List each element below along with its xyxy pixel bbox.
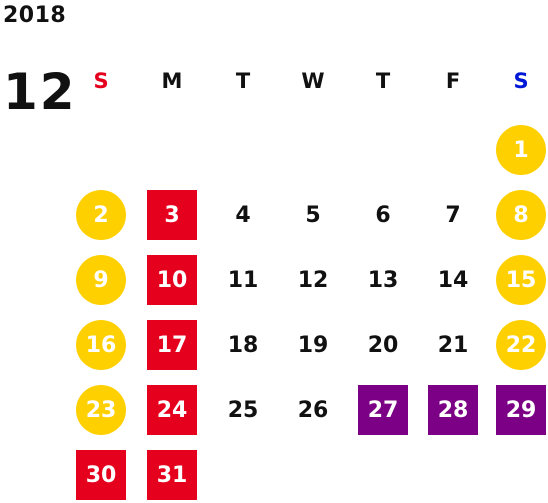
day-cell[interactable]: 28: [428, 385, 478, 435]
weekday-label: M: [161, 69, 183, 93]
weekday-label: F: [445, 69, 461, 93]
day-cell[interactable]: 13: [367, 267, 399, 293]
weekday-label: T: [235, 69, 251, 93]
weekday-label: W: [301, 69, 325, 93]
day-cell[interactable]: 25: [227, 397, 259, 423]
day-cell[interactable]: 4: [235, 202, 251, 228]
day-cell[interactable]: 5: [305, 202, 321, 228]
day-cell[interactable]: 18: [227, 332, 259, 358]
day-cell[interactable]: 6: [375, 202, 391, 228]
day-cell[interactable]: 9: [76, 255, 126, 305]
day-cell[interactable]: 14: [437, 267, 469, 293]
day-cell[interactable]: 20: [367, 332, 399, 358]
day-cell[interactable]: 11: [227, 267, 259, 293]
day-cell[interactable]: 16: [76, 320, 126, 370]
day-cell[interactable]: 1: [496, 125, 546, 175]
day-cell[interactable]: 12: [297, 267, 329, 293]
day-cell[interactable]: 24: [147, 385, 197, 435]
weekday-label: S: [93, 69, 109, 93]
day-cell[interactable]: 8: [496, 190, 546, 240]
day-cell[interactable]: 17: [147, 320, 197, 370]
month-label: 12: [3, 63, 77, 121]
day-cell[interactable]: 27: [358, 385, 408, 435]
day-cell[interactable]: 15: [496, 255, 546, 305]
day-cell[interactable]: 29: [496, 385, 546, 435]
weekday-label: T: [375, 69, 391, 93]
weekday-label: S: [513, 69, 529, 93]
day-cell[interactable]: 19: [297, 332, 329, 358]
day-cell[interactable]: 30: [76, 450, 126, 500]
day-cell[interactable]: 26: [297, 397, 329, 423]
day-cell[interactable]: 23: [76, 385, 126, 435]
day-cell[interactable]: 10: [147, 255, 197, 305]
year-label: 2018: [3, 3, 67, 28]
day-cell[interactable]: 22: [496, 320, 546, 370]
day-cell[interactable]: 7: [445, 202, 461, 228]
day-cell[interactable]: 21: [437, 332, 469, 358]
day-cell[interactable]: 3: [147, 190, 197, 240]
day-cell[interactable]: 31: [147, 450, 197, 500]
day-cell[interactable]: 2: [76, 190, 126, 240]
